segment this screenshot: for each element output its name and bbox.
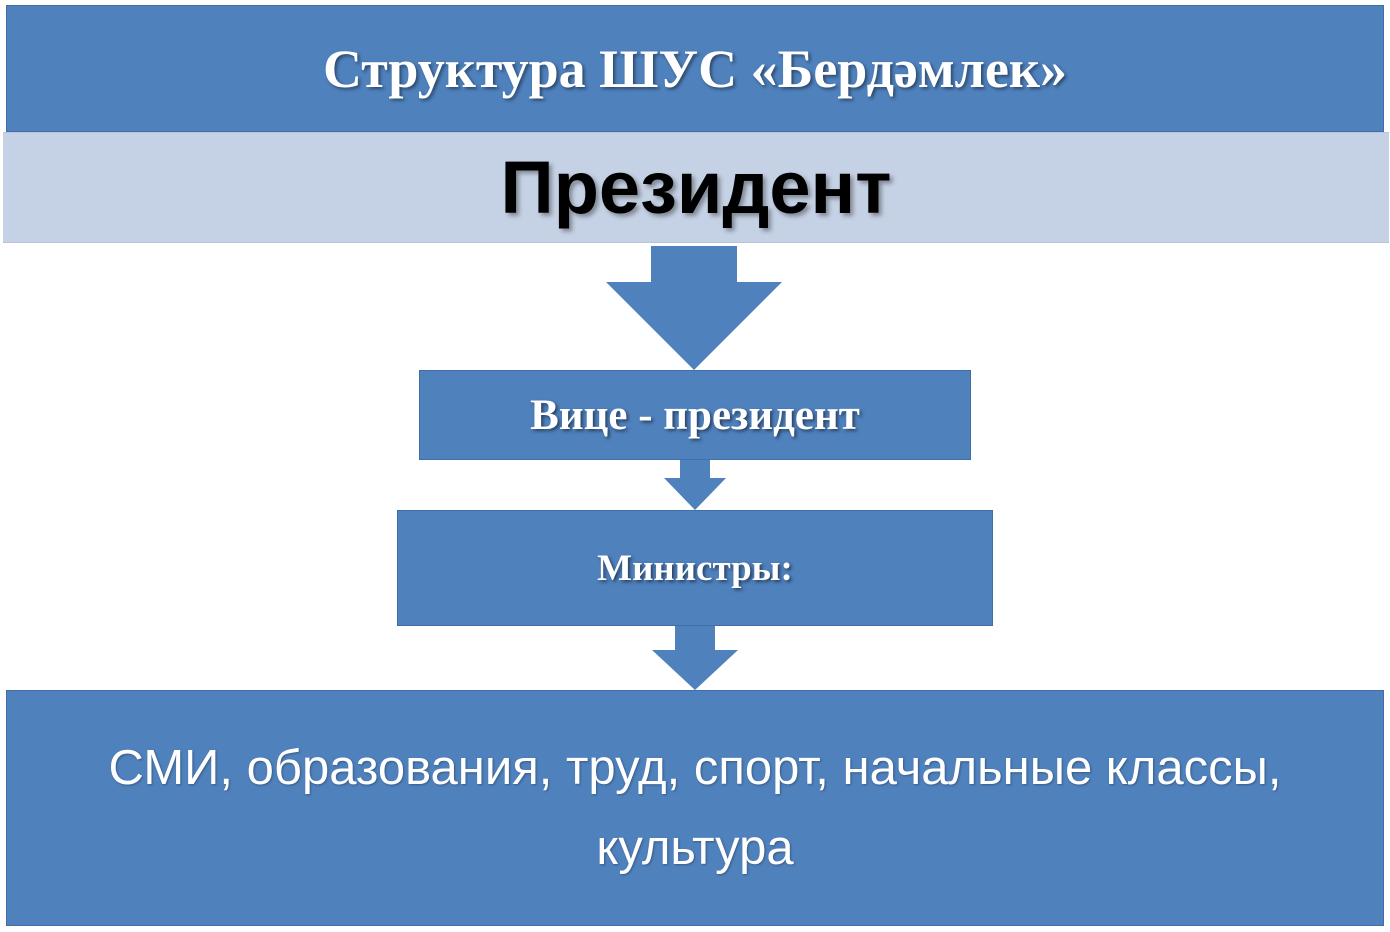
ministers-label: Министры:	[597, 547, 793, 589]
vice-president-box: Вице - президент	[419, 370, 971, 460]
ministers-box: Министры:	[397, 510, 993, 626]
arrow-down-icon	[606, 246, 782, 370]
ministries-list-box: СМИ, образования, труд, спорт, начальные…	[6, 690, 1384, 926]
diagram-title: Структура ШУС «Бердәмлек»	[322, 38, 1068, 99]
ministries-list: СМИ, образования, труд, спорт, начальные…	[108, 741, 1282, 875]
president-label: Президент	[500, 146, 892, 229]
vice-president-label: Вице - президент	[530, 391, 860, 439]
arrow-down-icon	[664, 460, 726, 510]
president-band: Президент	[3, 132, 1389, 243]
title-box: Структура ШУС «Бердәмлек»	[6, 5, 1384, 132]
arrow-down-icon	[652, 626, 738, 690]
